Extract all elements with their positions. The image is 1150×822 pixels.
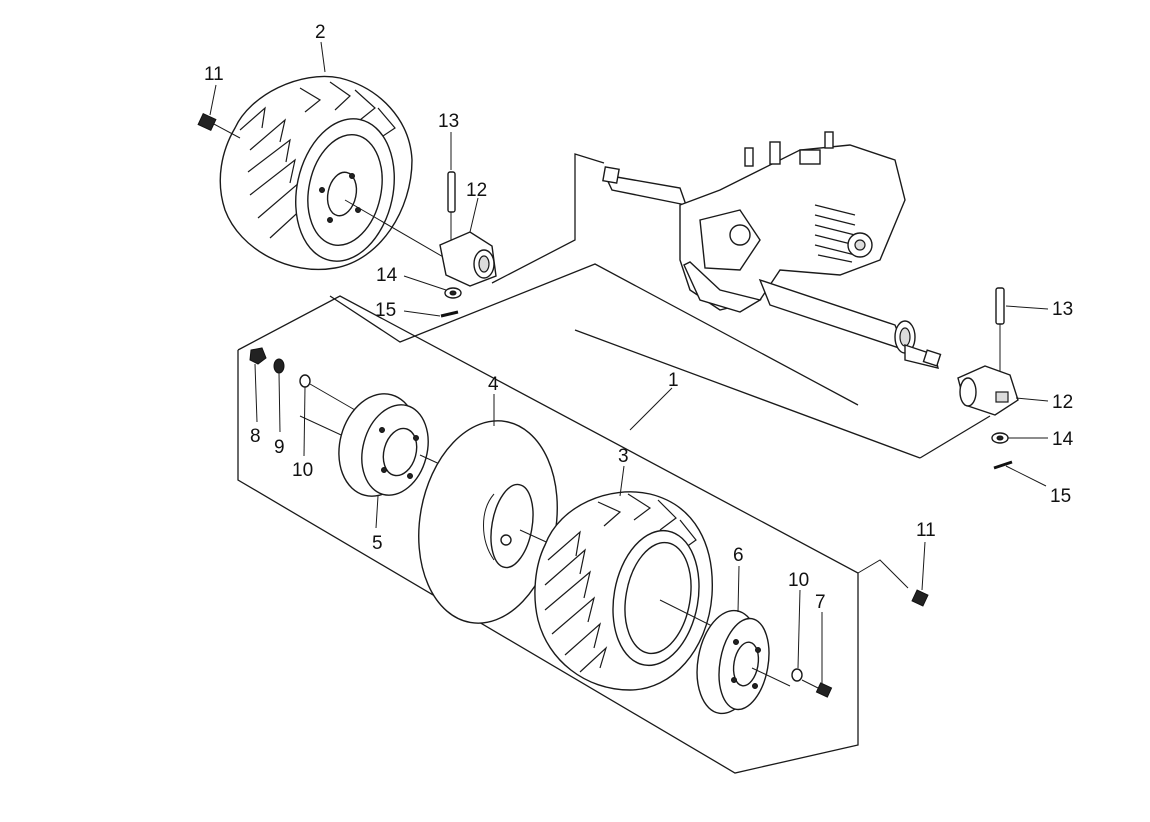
callout-6: 6 xyxy=(733,545,744,566)
upper-tire-assembly xyxy=(197,75,446,271)
inner-rim-half-5 xyxy=(338,393,471,497)
callout-12-right: 12 xyxy=(1052,392,1073,413)
callout-1: 1 xyxy=(668,370,679,391)
callout-8: 8 xyxy=(250,426,261,447)
callout-14-upper: 14 xyxy=(376,265,398,286)
callout-13-right: 13 xyxy=(1052,299,1073,320)
callout-12-upper: 12 xyxy=(466,180,487,201)
assembly-frame-lines xyxy=(237,153,991,774)
callout-10-left: 10 xyxy=(292,460,313,481)
leader-lines xyxy=(209,41,1049,684)
lower-tire-3 xyxy=(534,491,741,691)
inner-tube-4 xyxy=(418,420,591,624)
outer-rim-half-6 xyxy=(696,609,791,715)
callout-5: 5 xyxy=(372,533,383,554)
upper-hub-hardware xyxy=(439,171,497,318)
lower-right-hardware xyxy=(791,589,929,698)
transaxle xyxy=(602,131,942,369)
callout-2: 2 xyxy=(315,22,326,43)
right-hub-hardware xyxy=(957,287,1019,470)
callout-4: 4 xyxy=(488,374,499,395)
callout-7: 7 xyxy=(815,592,826,613)
callout-3: 3 xyxy=(618,446,629,467)
callout-11-upper: 11 xyxy=(204,64,224,85)
callout-14-right: 14 xyxy=(1052,429,1074,450)
lower-left-hardware xyxy=(249,347,356,441)
callout-10-right: 10 xyxy=(788,570,809,591)
bolt-11-upper xyxy=(197,112,241,139)
callout-11-right: 11 xyxy=(916,520,936,541)
callout-13-upper: 13 xyxy=(438,111,459,132)
callout-9: 9 xyxy=(274,437,285,458)
callout-15-right: 15 xyxy=(1050,486,1071,507)
callout-15-upper: 15 xyxy=(375,300,396,321)
callout-labels: 2 11 13 12 14 15 13 12 14 15 1 4 8 9 10 … xyxy=(204,22,1074,613)
